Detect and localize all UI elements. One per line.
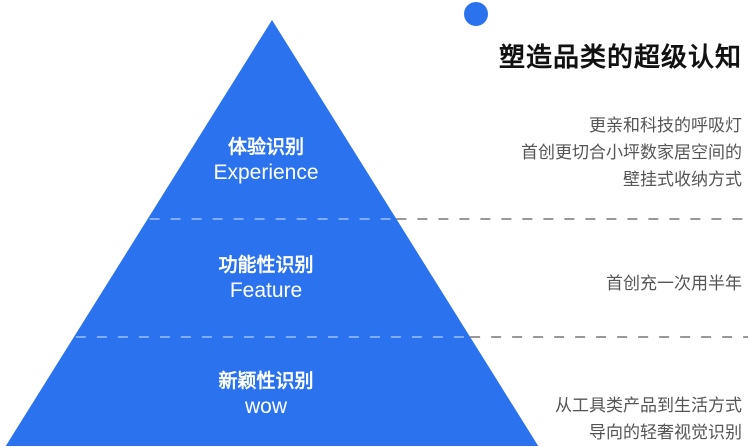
layer-experience-label: 体验识别 Experience <box>166 136 366 186</box>
description-line: 更亲和科技的呼吸灯 <box>589 116 742 136</box>
layer-feature-label: 功能性识别 Feature <box>166 254 366 304</box>
pyramid-shape <box>5 20 539 446</box>
description-line: 导向的轻奢视觉识别 <box>589 423 742 443</box>
layer-wow-zh: 新颖性识别 <box>218 370 314 392</box>
diagram-title: 塑造品类的超级认知 <box>498 43 742 73</box>
accent-dot-icon <box>464 2 488 26</box>
description-line: 壁挂式收纳方式 <box>623 170 742 190</box>
layer-experience-en: Experience <box>213 160 319 184</box>
description-line: 首创更切合小坪数家居空间的 <box>521 143 742 163</box>
layer-wow-en: wow <box>244 394 287 418</box>
layer-wow-label: 新颖性识别 wow <box>166 370 366 420</box>
layer-feature-description: 首创充一次用半年 <box>606 271 742 298</box>
description-line: 从工具类产品到生活方式 <box>555 396 742 416</box>
layer-feature-zh: 功能性识别 <box>218 254 314 276</box>
layer-feature-en: Feature <box>229 278 303 302</box>
layer-experience-zh: 体验识别 <box>227 136 304 158</box>
description-line: 首创充一次用半年 <box>606 274 742 294</box>
layer-experience-description: 更亲和科技的呼吸灯 首创更切合小坪数家居空间的 壁挂式收纳方式 <box>521 113 742 194</box>
layer-wow-description: 从工具类产品到生活方式 导向的轻奢视觉识别 <box>555 393 742 447</box>
